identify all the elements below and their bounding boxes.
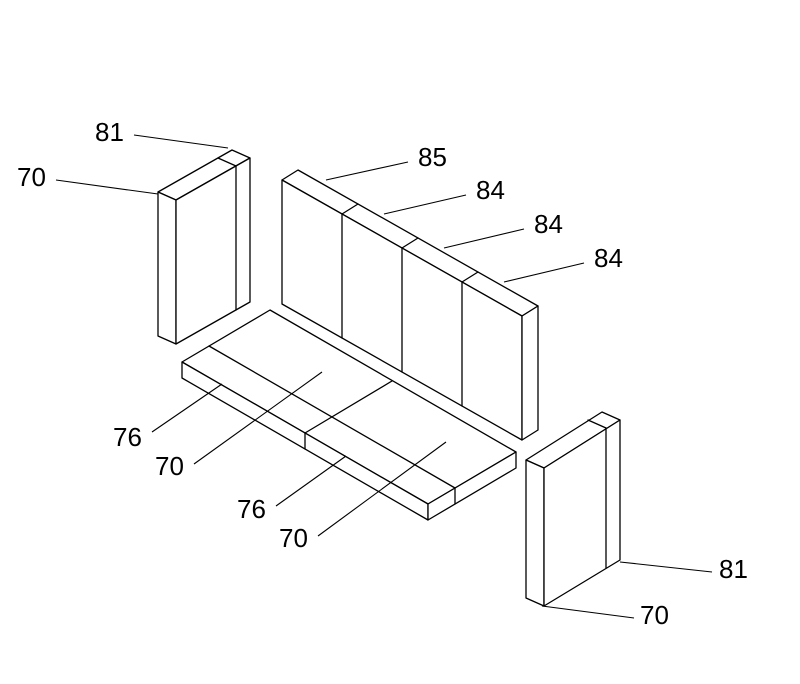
ref-right-side-brick-top: 81 — [719, 554, 748, 584]
leader-right-70 — [541, 605, 635, 619]
back-wall — [281, 169, 539, 441]
leader-floor-76-right — [275, 455, 347, 507]
leader-left-70 — [55, 179, 159, 195]
leader-85 — [325, 161, 409, 181]
floor — [181, 309, 517, 521]
floor-end-face — [427, 451, 517, 521]
leader-left-81 — [133, 134, 229, 149]
right-side-brick — [525, 411, 621, 607]
ref-floor-76-left: 76 — [113, 422, 142, 452]
leader-floor-76-left — [151, 383, 223, 433]
leader-floor-70-left — [193, 371, 323, 465]
ref-left-side-brick-face: 70 — [17, 162, 46, 192]
floor-brick-seam — [304, 380, 393, 434]
back-brick-seam-2-top — [401, 237, 419, 249]
leader-84-b — [443, 228, 525, 249]
back-brick-seam-3-top — [461, 271, 479, 283]
ref-floor-70-right: 70 — [279, 523, 308, 553]
right-brick-front-face — [525, 459, 545, 607]
leader-lines — [55, 134, 713, 619]
ref-back-brick-84-b: 84 — [534, 209, 563, 239]
left-brick-side-face — [175, 157, 251, 345]
left-brick-cap-seam-top — [217, 157, 237, 167]
ref-right-side-brick-face: 70 — [640, 600, 669, 630]
ref-floor-76-right: 76 — [237, 494, 266, 524]
ref-back-brick-85: 85 — [418, 142, 447, 172]
right-brick-cap-seam-top — [587, 419, 607, 429]
left-brick-front-face — [157, 191, 177, 345]
ref-left-side-brick-top: 81 — [95, 117, 124, 147]
reference-numerals: 81 70 85 84 84 84 76 70 76 70 81 70 — [17, 117, 748, 630]
leader-right-81 — [619, 561, 713, 573]
ref-floor-70-left: 70 — [155, 451, 184, 481]
right-brick-side-face — [543, 419, 621, 607]
leader-floor-70-right — [317, 441, 447, 537]
ref-back-brick-84-a: 84 — [476, 175, 505, 205]
back-brick-seam-1-top — [341, 203, 359, 215]
leader-84-a — [383, 194, 467, 215]
floor-longitudinal-seam — [208, 345, 456, 489]
ref-back-brick-84-c: 84 — [594, 243, 623, 273]
back-wall-end-face — [521, 305, 539, 441]
left-side-brick — [157, 149, 251, 345]
leader-84-c — [503, 262, 585, 283]
